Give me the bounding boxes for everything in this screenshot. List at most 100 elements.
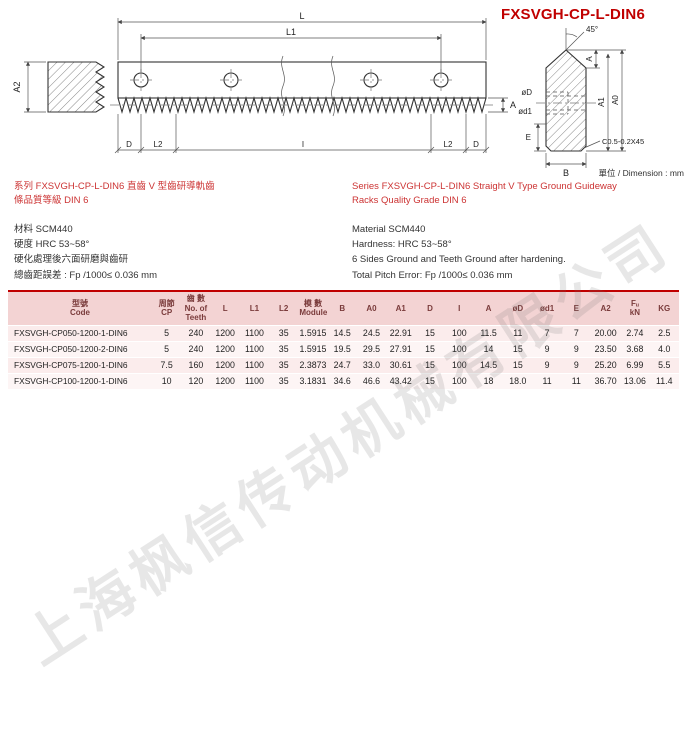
value-cell: 100: [451, 360, 467, 371]
value-cell: 14: [483, 344, 494, 355]
value-cell: 9: [573, 344, 579, 355]
series-title-zh: 系列 FXSVGH-CP-L-DIN6 直齒 V 型齒研導軌齒 條品質等級 DI…: [14, 180, 344, 209]
spec-line: Total Pitch Error: Fp /1000≤ 0.036 mm: [352, 269, 513, 281]
drawing-svg: A2 L L1: [12, 11, 684, 178]
code-cell: FXSVGH-CP100-1200-1-DIN6: [14, 376, 128, 387]
spec-line: Material SCM440: [352, 223, 426, 235]
series-title-en-line2: Racks Quality Grade DIN 6: [352, 195, 467, 207]
spec-line: 總齒距誤差 : Fp /1000≤ 0.036 mm: [14, 269, 158, 281]
value-cell: 23.50: [594, 344, 617, 355]
value-cell: 15: [425, 360, 435, 371]
page-title: FXSVGH-CP-L-DIN6: [500, 6, 645, 23]
value-cell: 5: [164, 328, 170, 339]
value-cell: 2.5: [658, 328, 671, 339]
value-cell: 43.42: [389, 376, 412, 387]
value-cell: 1.5915: [299, 344, 327, 355]
value-cell: 1200: [215, 344, 235, 355]
dim-label-a-side: A: [510, 100, 516, 110]
end-view-block: [47, 61, 106, 113]
series-title-zh-line2: 條品質等級 DIN 6: [14, 195, 89, 207]
value-cell: 15: [425, 328, 435, 339]
dim-label-e: E: [526, 133, 531, 142]
dim-label-a1: A1: [597, 97, 606, 107]
value-cell: 7.5: [160, 360, 173, 371]
column-header: L2: [269, 289, 299, 326]
value-cell: 9: [544, 344, 550, 355]
dim-label-od1: ød1: [518, 107, 532, 116]
value-cell: 1100: [244, 328, 264, 339]
chamfer-note: C0.5-0.2X45: [602, 137, 644, 146]
dim-label-i: I: [302, 140, 304, 149]
spec-line: 硬化處理後六面研磨與齒研: [14, 254, 129, 266]
column-header: B: [327, 289, 357, 326]
value-cell: 11: [542, 376, 552, 387]
value-cell: 1.5915: [299, 328, 327, 339]
dim-label-l2-left: L2: [154, 140, 163, 149]
value-cell: 2.74: [626, 328, 644, 339]
section-view: øD ød1 45° A A1 A0 E B C0.5-0.2X45: [518, 25, 644, 178]
dim-label-a0: A0: [611, 95, 620, 105]
column-header: A1: [386, 289, 416, 326]
value-cell: 100: [451, 328, 467, 339]
value-cell: 240: [188, 344, 204, 355]
value-cell: 27.91: [389, 344, 412, 355]
value-cell: 15: [425, 376, 435, 387]
value-cell: 160: [188, 360, 204, 371]
value-cell: 14.5: [333, 328, 351, 339]
value-cell: 18: [483, 376, 494, 387]
dim-label-l2-right: L2: [444, 140, 453, 149]
value-cell: 5: [164, 344, 170, 355]
value-cell: 24.7: [333, 360, 351, 371]
column-header: øD: [503, 289, 533, 326]
column-header: E: [561, 289, 591, 326]
value-cell: 15: [512, 360, 523, 371]
value-cell: 35: [278, 376, 289, 387]
dim-label-b: B: [563, 168, 569, 178]
column-header: KG: [649, 289, 679, 326]
value-cell: 15: [512, 344, 523, 355]
value-cell: 9: [544, 360, 550, 371]
value-cell: 35: [278, 328, 289, 339]
mounting-holes: [130, 69, 452, 91]
column-header: L: [210, 289, 240, 326]
value-cell: 4.0: [658, 344, 671, 355]
value-cell: 6.99: [626, 360, 644, 371]
code-cell: FXSVGH-CP050-1200-2-DIN6: [14, 344, 128, 355]
value-cell: 24.5: [362, 328, 381, 339]
value-cell: 34.6: [333, 376, 351, 387]
value-cell: 120: [188, 376, 204, 387]
column-header: A0: [356, 289, 387, 326]
value-cell: 18.0: [509, 376, 527, 387]
value-cell: 11: [513, 328, 523, 339]
rack-teeth: [117, 95, 487, 115]
technical-drawing: A2 L L1: [0, 0, 687, 192]
dim-label-l: L: [299, 11, 304, 21]
value-cell: 240: [188, 328, 204, 339]
value-cell: 1100: [244, 376, 264, 387]
value-cell: 10: [161, 376, 172, 387]
column-header: A2: [590, 289, 621, 326]
value-cell: 5.5: [658, 360, 671, 371]
dim-label-d-left: D: [126, 140, 132, 149]
series-title-zh-line1: 系列 FXSVGH-CP-L-DIN6 直齒 V 型齒研導軌齒: [14, 181, 215, 192]
value-cell: 7: [573, 328, 579, 339]
value-cell: 1200: [215, 360, 235, 371]
value-cell: 11.4: [656, 376, 673, 387]
value-cell: 1100: [244, 344, 264, 355]
column-header: I: [444, 289, 474, 326]
value-cell: 1200: [215, 376, 235, 387]
value-cell: 46.6: [362, 376, 381, 387]
column-header: D: [415, 289, 445, 326]
spec-line: 材料 SCM440: [14, 223, 73, 235]
value-cell: 9: [573, 360, 579, 371]
value-cell: 19.5: [333, 344, 351, 355]
column-header: L1: [239, 289, 270, 326]
